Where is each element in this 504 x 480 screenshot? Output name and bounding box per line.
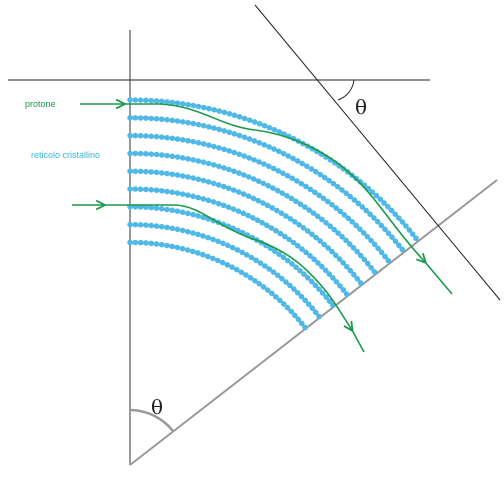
theta-bottom-label: θ: [151, 395, 163, 419]
proton-trajectory-top: [124, 103, 425, 262]
proton-trajectory-top-exit: [424, 261, 453, 295]
proton-trajectory-bottom: [104, 204, 352, 330]
proton-trajectory-bottom-exit: [351, 329, 365, 353]
proton-label: protone: [25, 99, 56, 109]
diagonal-line: [254, 4, 501, 301]
lattice-plane-core: [129, 134, 392, 264]
lattice-plane-core: [129, 240, 307, 330]
lattice-plane: [127, 97, 422, 244]
lattice-plane: [127, 150, 379, 277]
lattice-label: reticolo cristallino: [31, 150, 100, 160]
angled-axis: [129, 179, 498, 466]
lattice-plane: [127, 168, 365, 288]
lattice-plane: [127, 204, 337, 310]
lattice-plane-core: [129, 205, 336, 308]
crystal-lattice: [127, 97, 422, 332]
lattice-plane-core: [129, 187, 350, 297]
lattice-plane-core: [129, 223, 322, 319]
lattice-plane-core: [129, 169, 364, 286]
top-angle-arc: [337, 79, 355, 101]
lattice-plane: [127, 132, 393, 266]
lattice-plane: [127, 186, 351, 299]
lattice-plane: [127, 221, 323, 321]
lattice-plane: [127, 115, 407, 255]
theta-top-label: θ: [355, 95, 367, 119]
lattice-plane-core: [129, 116, 406, 253]
lattice-plane: [127, 239, 309, 332]
lattice-plane-core: [129, 98, 420, 243]
bottom-angle-arc: [129, 408, 174, 432]
lattice-plane-core: [129, 151, 378, 275]
